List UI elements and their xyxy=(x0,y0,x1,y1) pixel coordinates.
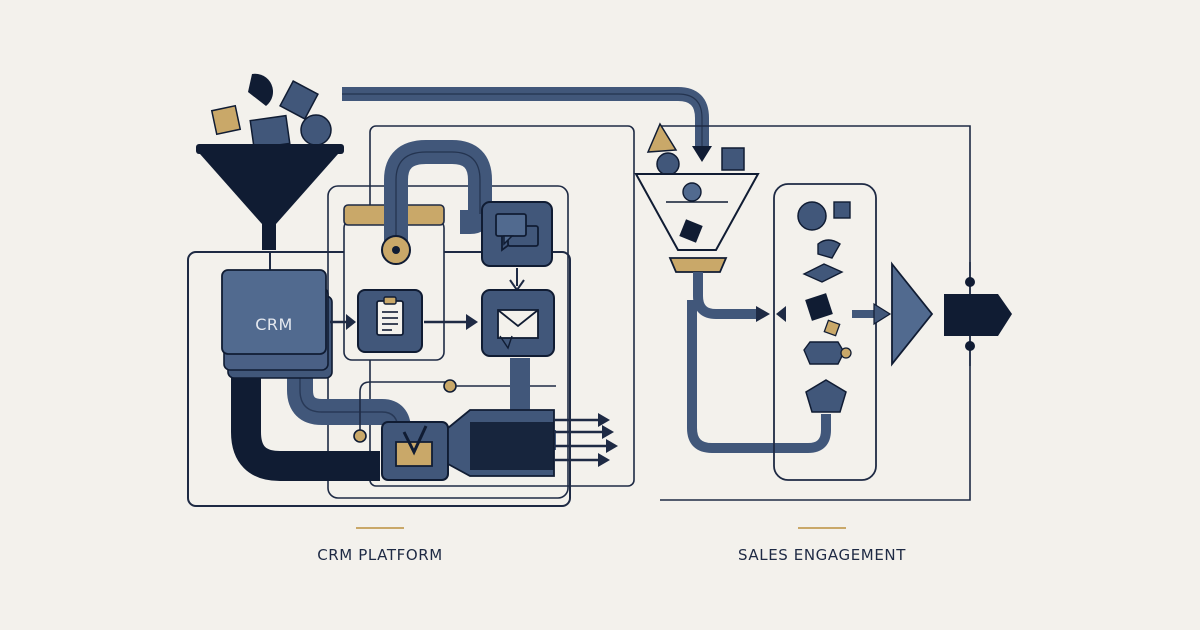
connector-pipe xyxy=(342,87,709,146)
pentagon-endpoint-icon xyxy=(944,294,1012,336)
column-entry-arrow xyxy=(776,306,786,322)
slate-pipe-outline xyxy=(299,360,399,431)
sorted-drop xyxy=(817,239,841,259)
funnel-return-pipe xyxy=(687,300,831,453)
circle-shape xyxy=(300,114,332,146)
crm-to-clipboard-arrowhead xyxy=(346,314,356,330)
crm-platform-caption: CRM PLATFORM xyxy=(317,546,443,564)
sales-engagement-caption: SALES ENGAGEMENT xyxy=(737,546,906,564)
sorted-tilted-square xyxy=(805,293,833,321)
overhead-pipe-outline xyxy=(395,151,481,250)
clipboard-to-email-arrowhead xyxy=(466,314,478,330)
output-block-dark xyxy=(470,422,554,470)
funnel-top-circle xyxy=(656,152,680,176)
routing-line-c xyxy=(359,381,371,430)
funnel-outlet-arrowhead xyxy=(756,306,770,322)
chat-bubble-icon xyxy=(495,213,539,252)
crm-platform-group: CRM xyxy=(187,73,635,507)
endpoint-bottom-node xyxy=(965,341,975,351)
connector-pipe-outline xyxy=(342,93,703,146)
sorted-gold-dot xyxy=(840,347,852,359)
gold-square-shape xyxy=(210,104,242,136)
sorted-small-square xyxy=(833,201,851,219)
sorted-hexagon xyxy=(803,341,845,365)
gold-triangle-shape xyxy=(646,122,678,153)
connector-arrowhead xyxy=(692,146,712,162)
sorting-column xyxy=(773,183,877,481)
slate-block-shape xyxy=(249,114,291,150)
right-accent-rule xyxy=(798,527,846,529)
funnel-top-square xyxy=(721,147,745,171)
navy-square-shape xyxy=(279,80,319,120)
crm-box-label: CRM xyxy=(255,315,293,334)
sorted-circle xyxy=(797,201,827,231)
sales-engagement-group xyxy=(634,122,1012,501)
funnel-outlet-pipe xyxy=(693,272,758,319)
funnel-icon xyxy=(196,144,344,250)
inbox-tray-icon xyxy=(395,425,433,467)
crm-box xyxy=(221,269,327,355)
left-accent-rule xyxy=(356,527,404,529)
sorted-gold-chip xyxy=(823,319,841,337)
output-arrows xyxy=(554,413,618,467)
column-exit-arrowhead xyxy=(873,302,892,326)
navy-pipe xyxy=(231,360,380,481)
arrow-icon xyxy=(891,261,934,367)
pipe-end-node xyxy=(353,429,367,443)
clipboard-icon xyxy=(376,296,404,336)
pipe-valve-center xyxy=(392,246,400,254)
endpoint-top-node xyxy=(965,277,975,287)
envelope-icon xyxy=(497,309,539,350)
routing-node xyxy=(443,379,457,393)
funnel-icon xyxy=(634,173,760,273)
sorted-diamond xyxy=(802,263,844,283)
semicircle-shape xyxy=(248,73,274,106)
sorted-pentagon xyxy=(805,379,847,413)
